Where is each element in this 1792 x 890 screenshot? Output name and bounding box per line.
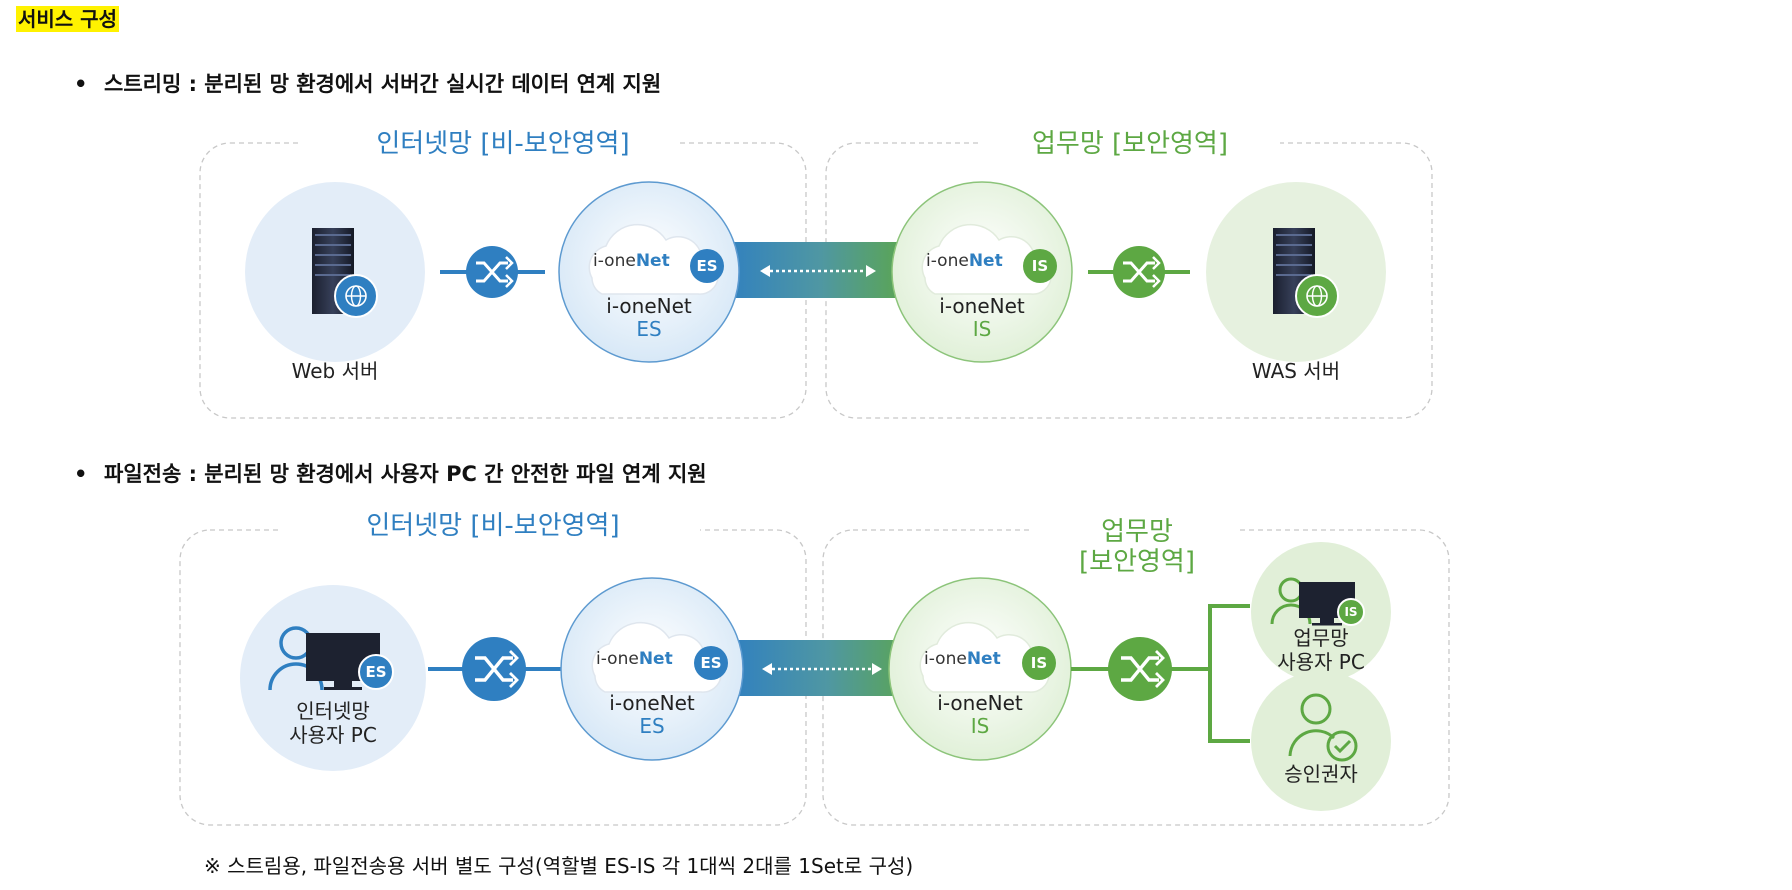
is-badge-text: IS — [1032, 257, 1048, 275]
internet-pc-label-line2: 사용자 PC — [289, 723, 377, 747]
is-badge-text: IS — [1344, 605, 1357, 619]
shuffle-icon — [466, 246, 518, 298]
es-badge — [358, 654, 394, 690]
work-zone-title-2-line1: 업무망 — [1101, 517, 1173, 547]
approver-node — [1251, 671, 1391, 811]
cloud-icon — [591, 621, 722, 693]
branch-connector — [1208, 604, 1250, 743]
cloud-icon — [921, 223, 1052, 295]
approver-icon — [1288, 693, 1358, 762]
internet-pc-label-line1: 인터넷망 — [296, 699, 370, 723]
bullet-file-transfer-text: 파일전송 : 분리된 망 환경에서 사용자 PC 간 안전한 파일 연계 지원 — [104, 462, 707, 486]
bidirectional-arrow-icon — [760, 265, 876, 277]
bidirectional-arrow-icon — [762, 663, 882, 675]
brand-logo: i-oneNet — [596, 649, 673, 669]
bullet-file-transfer: • 파일전송 : 분리된 망 환경에서 사용자 PC 간 안전한 파일 연계 지원 — [74, 458, 707, 488]
brand-logo: i-oneNet — [926, 251, 1003, 271]
bullet-streaming: • 스트리밍 : 분리된 망 환경에서 서버간 실시간 데이터 연계 지원 — [74, 68, 661, 98]
work-zone-title: 업무망 [보안영역] — [1032, 129, 1228, 159]
es-badge — [690, 249, 724, 283]
section-title: 서비스 구성 — [16, 6, 119, 32]
is-badge-text: IS — [1031, 654, 1047, 672]
was-server-label: WAS 서버 — [1252, 359, 1340, 383]
is-sub-2: IS — [971, 714, 990, 738]
is-badge — [1023, 249, 1057, 283]
bullet-streaming-text: 스트리밍 : 분리된 망 환경에서 서버간 실시간 데이터 연계 지원 — [104, 72, 662, 96]
es-badge-text: ES — [700, 654, 721, 672]
is-name-2: i-oneNet — [937, 691, 1023, 715]
es-sub-2: ES — [639, 714, 664, 738]
brand-logo: i-oneNet — [924, 649, 1001, 669]
cloud-icon — [588, 223, 719, 295]
is-badge — [1022, 646, 1056, 680]
globe-icon — [334, 274, 378, 318]
shuffle-icon — [1113, 246, 1165, 298]
es-sub: ES — [636, 317, 661, 341]
brand-logo: i-oneNet — [593, 251, 670, 271]
bullet-marker: • — [74, 72, 88, 96]
work-pc-label-line1: 업무망 — [1293, 626, 1348, 650]
internet-zone-title: 인터넷망 [비-보안영역] — [376, 129, 629, 159]
shuffle-icon — [462, 637, 526, 701]
is-badge — [1337, 598, 1365, 626]
es-badge — [694, 646, 728, 680]
cloud-icon — [919, 621, 1050, 693]
work-zone-title-2-line2: [보안영역] — [1079, 547, 1195, 577]
work-pc-label-line2: 사용자 PC — [1277, 650, 1365, 674]
globe-icon — [1295, 274, 1339, 318]
footnote: ※ 스트림용, 파일전송용 서버 별도 구성(역할별 ES-IS 각 1대씩 2… — [204, 854, 914, 878]
bullet-marker: • — [74, 462, 88, 486]
es-badge-text: ES — [365, 663, 386, 681]
es-name-2: i-oneNet — [609, 691, 695, 715]
es-name: i-oneNet — [606, 294, 692, 318]
approver-label: 승인권자 — [1284, 762, 1358, 786]
shuffle-icon — [1108, 637, 1172, 701]
internet-zone-title-2: 인터넷망 [비-보안영역] — [366, 511, 619, 541]
is-name: i-oneNet — [939, 294, 1025, 318]
is-sub: IS — [973, 317, 992, 341]
web-server-label: Web 서버 — [292, 359, 379, 383]
es-badge-text: ES — [696, 257, 717, 275]
